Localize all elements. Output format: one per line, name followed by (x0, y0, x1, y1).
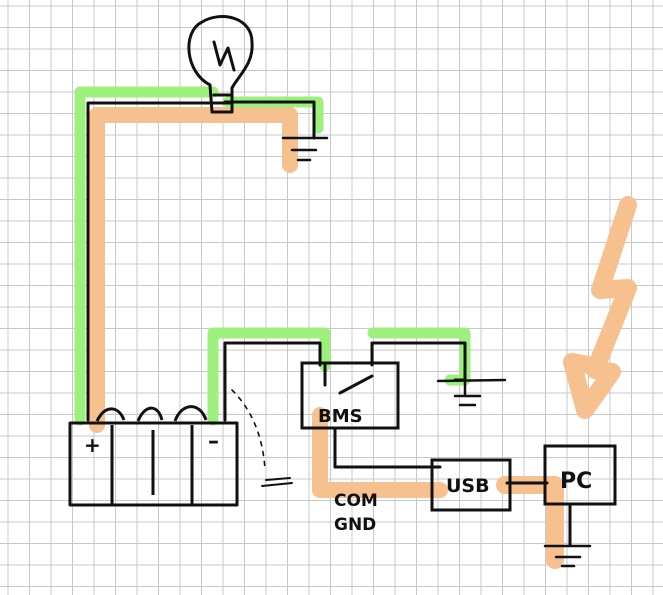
pc-box: PC (543, 444, 617, 506)
battery-icon (68, 405, 239, 507)
usb-label: USB (446, 475, 490, 497)
ground-symbol-icon (543, 544, 592, 568)
lightbulb-icon (187, 15, 254, 114)
ground-symbol-icon (436, 378, 507, 407)
ground-symbol-icon (281, 136, 329, 162)
bms-box: BMS (300, 361, 400, 430)
ground-highlight (89, 107, 637, 569)
wires (86, 100, 572, 547)
com-label: COM (334, 491, 378, 511)
pc-label: PC (560, 469, 592, 494)
usb-box: USB (430, 458, 512, 512)
battery-minus-label: – (208, 429, 219, 454)
gnd-label: GND (334, 515, 376, 535)
battery-plus-label: + (84, 433, 101, 457)
lightning-arrow-icon (563, 196, 637, 419)
bms-label: BMS (318, 406, 363, 427)
positive-highlight (74, 86, 471, 426)
